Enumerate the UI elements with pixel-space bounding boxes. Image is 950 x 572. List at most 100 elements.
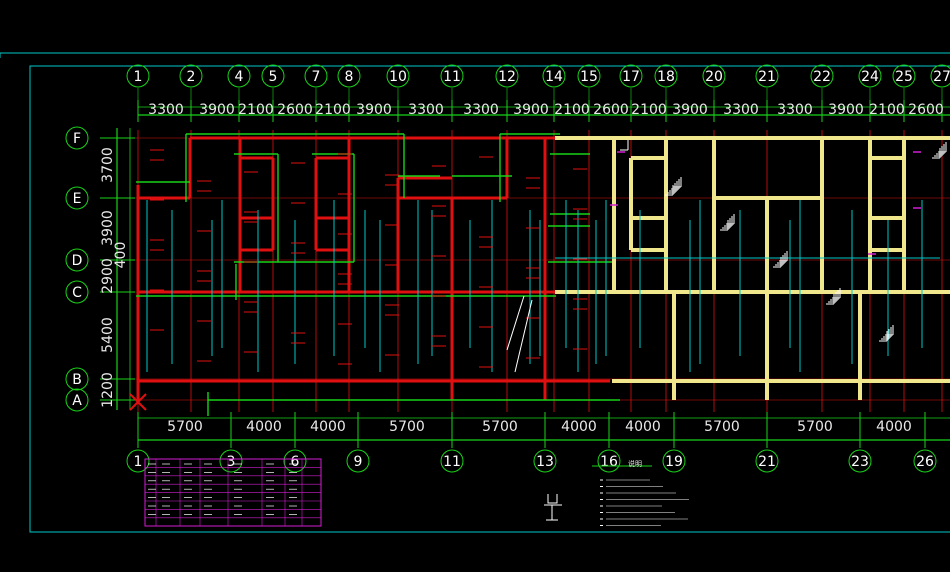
svg-text:D: D (72, 253, 83, 269)
svg-text:B: B (72, 372, 82, 388)
axis-bubble-left[interactable]: A (65, 388, 89, 412)
axis-bubble-bottom[interactable]: 23 (848, 449, 872, 473)
axis-bubble-bottom[interactable]: 6 (283, 449, 307, 473)
axis-bubble-top[interactable]: 22 (810, 64, 834, 88)
svg-text:10: 10 (389, 69, 407, 85)
axis-bubble-top[interactable]: 24 (858, 64, 882, 88)
schedule-table-grid (145, 459, 321, 526)
axis-bubble-top[interactable]: 20 (702, 64, 726, 88)
top-dim-text: 3300 (463, 102, 499, 118)
axis-bubble-top[interactable]: 25 (892, 64, 916, 88)
axis-bubble-bottom[interactable]: 21 (755, 449, 779, 473)
origin-marker (129, 393, 147, 411)
svg-text:17: 17 (622, 69, 640, 85)
svg-text:6: 6 (291, 454, 300, 470)
top-dim-text: 3300 (777, 102, 813, 118)
axis-bubble-bottom[interactable]: 3 (219, 449, 243, 473)
svg-text:3: 3 (227, 454, 236, 470)
left-dim-text: 2900 (100, 258, 116, 294)
svg-text:5: 5 (269, 69, 278, 85)
axis-bubble-left[interactable]: D (65, 248, 89, 272)
axis-bubble-top[interactable]: 18 (654, 64, 678, 88)
axis-bubble-top[interactable]: 2 (179, 64, 203, 88)
stair-line (514, 299, 533, 373)
top-dim-text: 3900 (356, 102, 392, 118)
svg-text:24: 24 (861, 69, 879, 85)
top-dim-text: 2100 (869, 102, 905, 118)
svg-text:F: F (73, 131, 81, 147)
axis-bubble-top[interactable]: 4 (227, 64, 251, 88)
axis-bubble-bottom[interactable]: 19 (662, 449, 686, 473)
drawing-frame (29, 65, 950, 533)
axis-bubble-top[interactable]: 10 (386, 64, 410, 88)
svg-text:4: 4 (235, 69, 244, 85)
top-dim-text: 3300 (723, 102, 759, 118)
axis-bubble-bottom[interactable]: 26 (913, 449, 937, 473)
svg-text:1: 1 (134, 454, 143, 470)
left-dim-text: 5400 (100, 317, 116, 353)
notes-text-lines (600, 479, 689, 526)
axis-bubble-top[interactable]: 5 (261, 64, 285, 88)
bottom-dimension-texts: 5700 4000 4000 5700 5700 4000 4000 5700 … (167, 419, 912, 435)
svg-text:13: 13 (536, 454, 554, 470)
axis-bubble-top[interactable]: 1 (126, 64, 150, 88)
left-axis-bubbles: F E D C B A (65, 126, 89, 412)
bottom-dim-text: 4000 (876, 419, 912, 435)
top-dim-text: 2100 (315, 102, 351, 118)
axis-bubble-left[interactable]: C (65, 280, 89, 304)
left-dimension-texts: 3700 3900 2900 5400 1200 400 (100, 147, 129, 408)
svg-text:25: 25 (895, 69, 913, 85)
axis-bubble-left[interactable]: E (65, 186, 89, 210)
axis-bubble-top[interactable]: 15 (577, 64, 601, 88)
svg-text:27: 27 (933, 69, 950, 85)
axis-bubble-top[interactable]: 8 (337, 64, 361, 88)
axis-bubble-bottom[interactable]: 16 (597, 449, 621, 473)
top-dim-text: 3900 (828, 102, 864, 118)
left-dim-text: 3700 (100, 147, 116, 183)
top-dim-text: 2100 (554, 102, 590, 118)
bottom-dim-text: 5700 (167, 419, 203, 435)
svg-text:23: 23 (851, 454, 869, 470)
axis-bubble-top[interactable]: 21 (755, 64, 779, 88)
svg-text:19: 19 (665, 454, 683, 470)
svg-text:21: 21 (758, 69, 776, 85)
axis-bubble-top[interactable]: 14 (542, 64, 566, 88)
svg-text:11: 11 (443, 69, 461, 85)
stair-line (506, 295, 525, 351)
bottom-dim-text: 5700 (704, 419, 740, 435)
axis-bubble-top[interactable]: 12 (495, 64, 519, 88)
bottom-dim-text: 5700 (389, 419, 425, 435)
svg-text:7: 7 (312, 69, 321, 85)
axis-bubble-top[interactable]: 17 (619, 64, 643, 88)
top-dim-text: 2600 (277, 102, 313, 118)
wall-layer (136, 133, 950, 416)
bottom-dim-text: 5700 (797, 419, 833, 435)
axis-bubble-bottom[interactable]: 11 (440, 449, 464, 473)
svg-text:8: 8 (345, 69, 354, 85)
top-dim-text: 2100 (238, 102, 274, 118)
svg-text:A: A (72, 393, 82, 409)
axis-bubble-top[interactable]: 7 (304, 64, 328, 88)
bottom-dim-text: 4000 (246, 419, 282, 435)
notes-title: 说明 (628, 459, 642, 468)
svg-text:9: 9 (354, 454, 363, 470)
top-dim-text: 3300 (148, 102, 184, 118)
svg-text:1: 1 (134, 69, 143, 85)
axis-bubble-bottom[interactable]: 1 (126, 449, 150, 473)
axis-bubble-top[interactable]: 27 (930, 64, 950, 88)
svg-text:11: 11 (443, 454, 461, 470)
axis-bubble-top[interactable]: 11 (440, 64, 464, 88)
svg-text:16: 16 (600, 454, 618, 470)
axis-bubble-bottom[interactable]: 9 (346, 449, 370, 473)
top-dim-text: 3900 (199, 102, 235, 118)
bottom-dim-text: 5700 (482, 419, 518, 435)
axis-bubble-left[interactable]: F (65, 126, 89, 150)
top-dim-text: 3900 (672, 102, 708, 118)
axis-bubble-bottom[interactable]: 13 (533, 449, 557, 473)
svg-text:14: 14 (545, 69, 563, 85)
axis-bubble-left[interactable]: B (65, 367, 89, 391)
svg-text:C: C (72, 285, 82, 301)
svg-text:20: 20 (705, 69, 723, 85)
svg-text:2: 2 (187, 69, 196, 85)
